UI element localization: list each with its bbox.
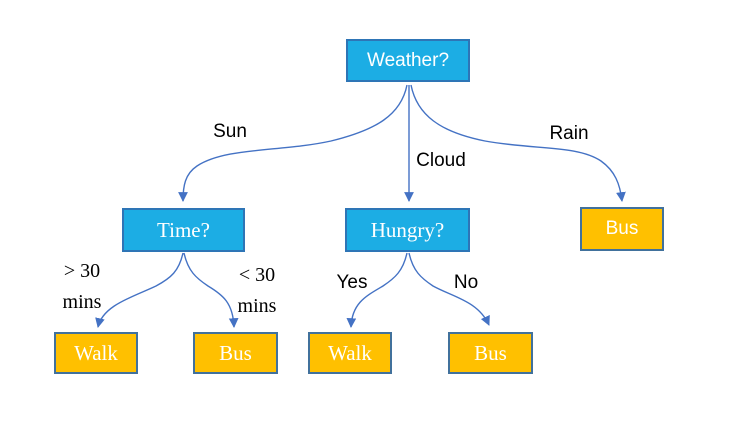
node-walk-time: Walk [54,332,138,374]
edge-sun [178,84,408,202]
edge-label-yes: Yes [336,272,368,293]
node-time-label: Time? [157,217,210,242]
edge-gt30 [95,252,184,328]
node-hungry: Hungry? [345,208,470,252]
edge-label-lt30: < 30 mins [237,264,277,317]
node-bus-hungry: Bus [448,332,533,374]
edge-rain [410,84,626,202]
node-hungry-label: Hungry? [370,217,445,242]
edge-label-rain: Rain [549,123,589,144]
node-walk-time-label: Walk [74,340,118,365]
edge-label-sun: Sun [213,121,247,142]
edge-label-no: No [453,272,479,293]
node-bus-hungry-label: Bus [474,340,507,365]
edge-yes [346,252,408,328]
node-bus-time: Bus [193,332,278,374]
edge-label-gt30: > 30 mins [62,260,102,313]
node-weather-label: Weather? [366,49,450,71]
node-bus-rain: Bus [580,207,664,251]
node-weather: Weather? [346,39,470,82]
node-time: Time? [122,208,245,252]
edge-label-cloud: Cloud [416,150,466,171]
node-bus-time-label: Bus [219,340,252,365]
node-bus-rain-label: Bus [605,218,639,239]
node-walk-hungry-label: Walk [328,340,372,365]
node-walk-hungry: Walk [308,332,392,374]
edge-no [408,252,490,326]
edge-lt30 [183,252,239,328]
